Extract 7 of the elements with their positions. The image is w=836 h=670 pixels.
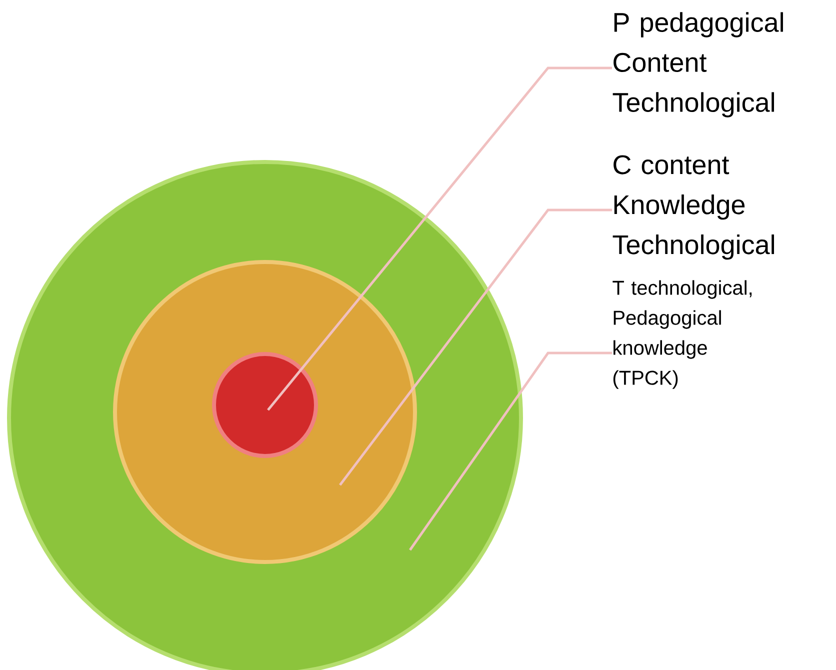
leader-line <box>408 352 612 551</box>
circle-shape <box>212 352 318 458</box>
label-text: P pedagogical Content Technological <box>612 12 783 118</box>
leader-line <box>339 208 612 486</box>
label-text: C content Knowledge Technological <box>612 155 774 260</box>
leader-line <box>267 66 612 411</box>
label-text: T technological, Pedagogical knowledge (TPCK) <box>612 280 752 389</box>
